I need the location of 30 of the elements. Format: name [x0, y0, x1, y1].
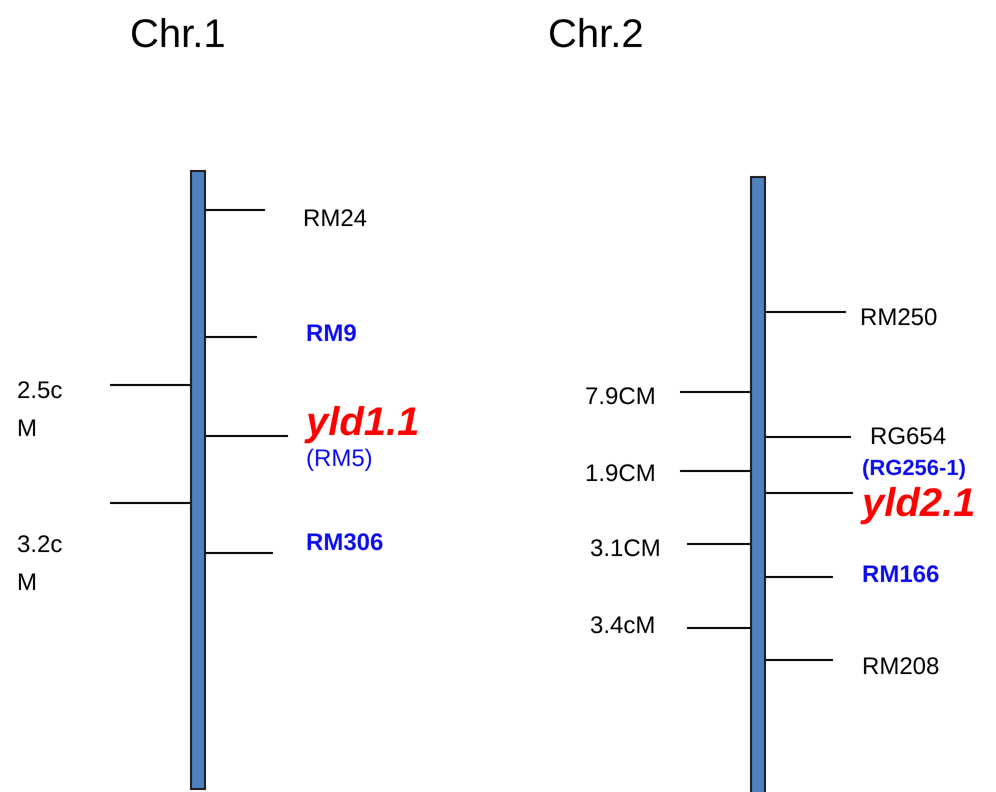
distance-label: 7.9CM	[585, 382, 657, 412]
distance-label: 3.1CM	[590, 534, 662, 564]
leader-line	[206, 336, 257, 338]
marker-label: (RM5)	[306, 444, 373, 474]
distance-label: 1.9CM	[585, 459, 657, 489]
leader-line	[766, 436, 851, 438]
distance-label: 3.2c M	[17, 530, 64, 598]
leader-line	[766, 576, 833, 578]
marker-label: RM166	[862, 560, 940, 590]
marker-label: RM9	[306, 319, 357, 349]
leader-line	[766, 659, 833, 661]
marker-label: RM24	[303, 204, 368, 234]
marker-label: RM208	[862, 652, 940, 682]
marker-label: RG654	[870, 422, 946, 452]
distance-label: 2.5c M	[17, 376, 64, 444]
chromosome-title: Chr.1	[130, 12, 226, 57]
leader-line	[206, 435, 288, 437]
chromosome-title: Chr.2	[548, 12, 644, 57]
leader-line	[206, 552, 273, 554]
leader-line	[766, 492, 853, 494]
leader-line	[206, 209, 265, 211]
leader-line	[766, 311, 846, 313]
chromosome-bar	[750, 176, 766, 792]
marker-label: RM250	[860, 303, 938, 333]
marker-label: (RG256-1)	[862, 455, 966, 481]
qtl-label: yld2.1	[862, 481, 976, 525]
qtl-label: yld1.1	[306, 400, 420, 444]
distance-label: 3.4cM	[590, 611, 656, 641]
chromosome-bar	[190, 170, 206, 790]
marker-label: RM306	[306, 528, 384, 558]
